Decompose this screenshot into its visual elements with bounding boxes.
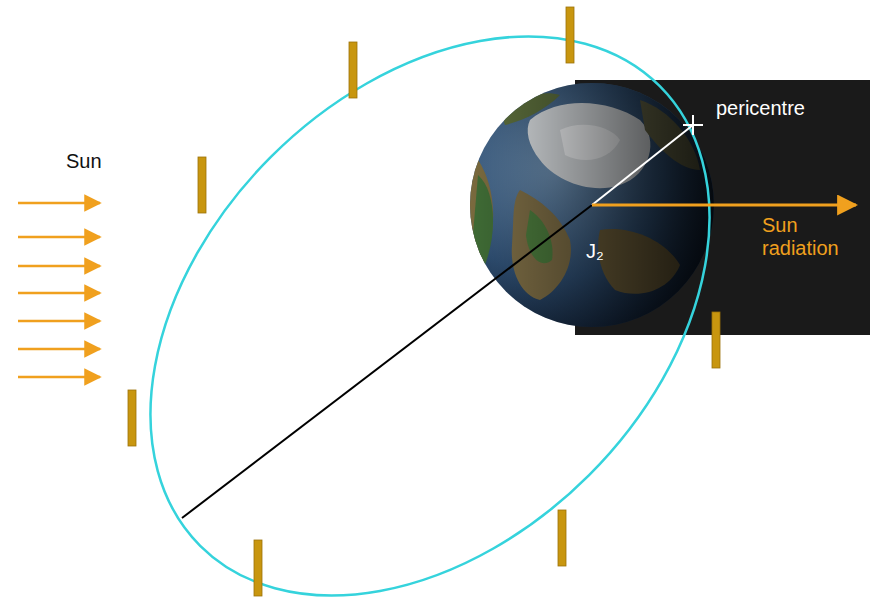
radiation-label: Sun radiation <box>762 214 839 260</box>
sun-label: Sun <box>66 150 102 173</box>
orbit-ellipse <box>41 0 819 603</box>
pericentre-marker <box>683 115 703 135</box>
pericentre-label: pericentre <box>716 97 805 120</box>
j2-label: J₂ <box>586 240 604 263</box>
sunlight-arrows <box>18 203 100 377</box>
apsis-line <box>182 205 592 518</box>
pericentre-line <box>592 125 693 205</box>
sail-markers <box>128 7 720 596</box>
radiation-arrow <box>592 204 856 207</box>
